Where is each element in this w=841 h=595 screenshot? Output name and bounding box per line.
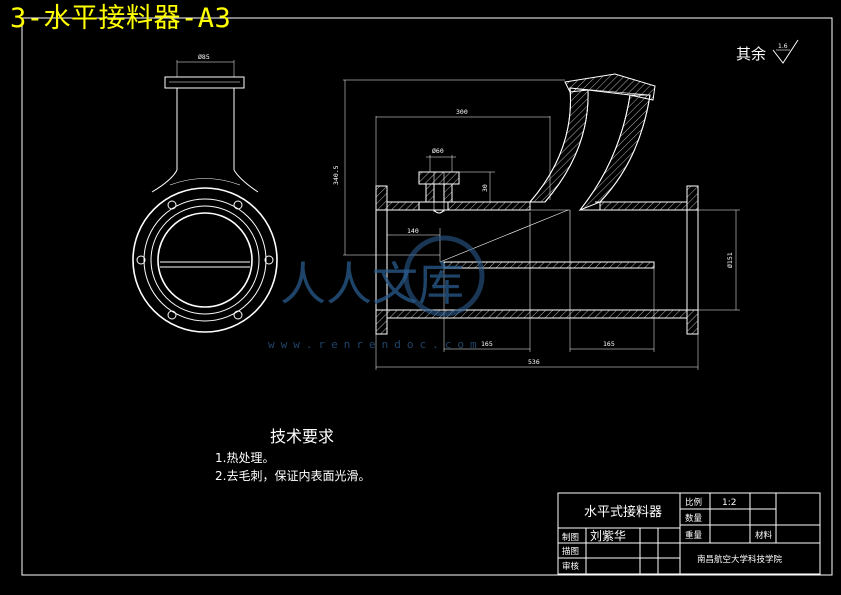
school-name: 南昌航空大学科技学院 — [697, 554, 783, 565]
scale-value: 1:2 — [722, 498, 736, 508]
svg-text:数量: 数量 — [685, 513, 703, 524]
svg-text:材料: 材料 — [755, 530, 773, 541]
title-block: 水平式接料器 比例 1:2 数量 制图 刘紫华 重量 材料 描图 审核 南昌航空… — [557, 492, 821, 575]
tech-item-1: 1.热处理。 — [215, 451, 274, 465]
dim-3405: 340.5 — [332, 165, 340, 185]
technical-requirements: 技术要求 1.热处理。 2.去毛刺，保证内表面光滑。 — [215, 427, 370, 483]
svg-text:重量: 重量 — [685, 530, 703, 541]
drafter-name: 刘紫华 — [590, 529, 626, 543]
watermark: 人人文库 www.renrendoc.com — [268, 235, 485, 351]
part-name: 水平式接料器 — [584, 504, 662, 520]
end-view: Ø85 — [132, 53, 278, 333]
dim-140: 140 — [407, 227, 419, 235]
dim-d151: Ø151 — [726, 252, 734, 268]
dim-165b: 165 — [603, 340, 615, 348]
dim-300: 300 — [456, 108, 468, 116]
tech-heading: 技术要求 — [270, 427, 334, 446]
svg-text:其余: 其余 — [736, 45, 766, 63]
dim-536: 536 — [528, 358, 540, 366]
drawing-frame — [21, 17, 833, 576]
svg-text:1.6: 1.6 — [778, 43, 788, 50]
surface-roughness-note: 其余 1.6 — [736, 39, 799, 64]
page-title: 3-水平接料器-A3 — [10, 3, 232, 34]
tech-item-2: 2.去毛刺，保证内表面光滑。 — [215, 469, 370, 483]
dim-165a: 165 — [481, 340, 493, 348]
svg-text:描图: 描图 — [562, 546, 579, 557]
dim-d60: Ø60 — [432, 147, 444, 155]
dim-d30: 30 — [481, 184, 489, 192]
section-view: 340.5 300 Ø60 30 140 Ø151 165 165 — [332, 73, 740, 370]
svg-text:审核: 审核 — [562, 561, 580, 572]
dim-d85: Ø85 — [198, 53, 210, 61]
svg-text:比例: 比例 — [685, 497, 702, 508]
svg-text:www.renrendoc.com: www.renrendoc.com — [268, 338, 483, 351]
svg-text:人人文库: 人人文库 — [280, 257, 464, 311]
svg-text:制图: 制图 — [562, 532, 579, 543]
